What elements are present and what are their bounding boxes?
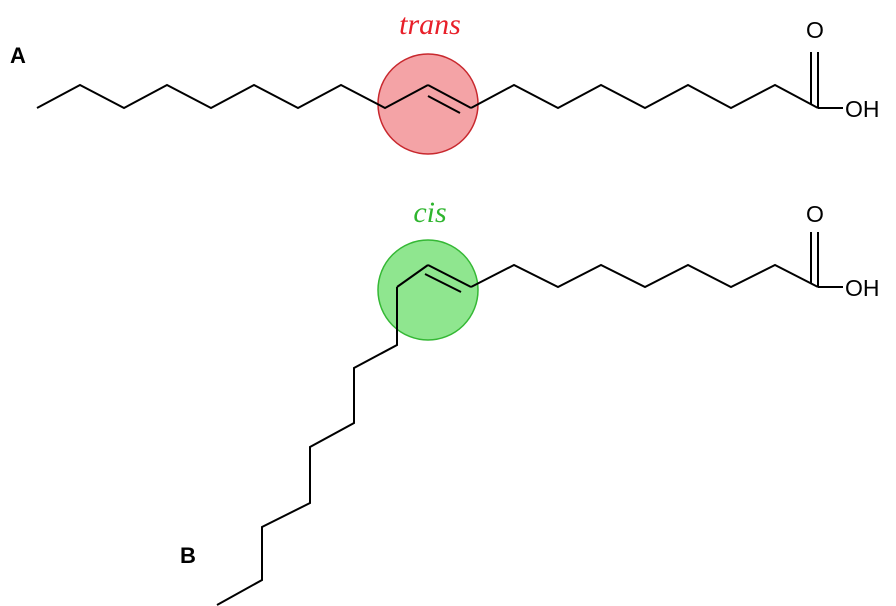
cis-alkyl-tail xyxy=(216,287,398,606)
panel-b-cis: cis O OH B xyxy=(180,196,880,606)
panel-b-label: B xyxy=(180,543,196,568)
cis-hydroxyl-group: OH xyxy=(845,275,880,301)
trans-acid-chain xyxy=(470,83,819,110)
trans-double-bond xyxy=(427,84,472,109)
panel-a-label: A xyxy=(10,43,26,68)
trans-hydroxyl-group: OH xyxy=(845,96,880,122)
cis-double-bond-inner xyxy=(424,273,462,293)
cis-carbonyl-oxygen: O xyxy=(806,201,824,227)
cis-double-bond xyxy=(427,264,472,288)
cis-chain-link xyxy=(396,264,429,288)
trans-double-bond-inner xyxy=(427,95,461,114)
cis-double-bond-highlight xyxy=(377,239,479,341)
cis-acid-chain xyxy=(470,263,819,289)
trans-alkyl-tail xyxy=(36,83,429,110)
trans-carbonyl-oxygen: O xyxy=(806,17,824,43)
panel-a-trans: A trans O OH xyxy=(10,8,880,155)
cis-label: cis xyxy=(413,196,446,229)
trans-label: trans xyxy=(399,8,461,41)
